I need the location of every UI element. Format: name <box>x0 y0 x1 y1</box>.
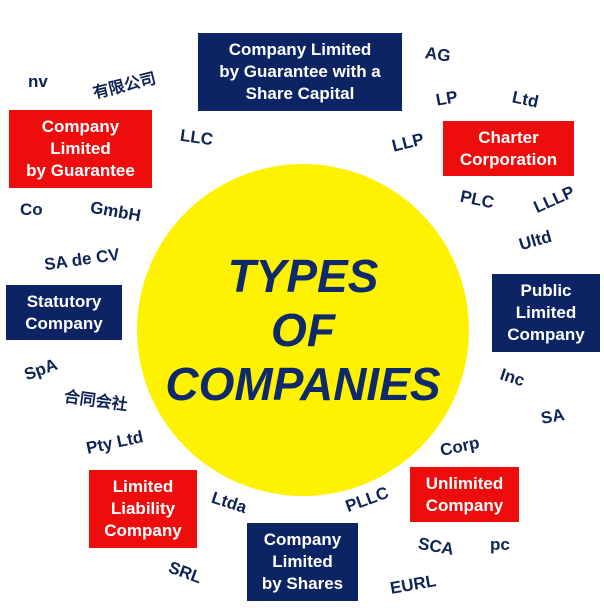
abbr-sca: SCA <box>416 534 456 559</box>
abbr-nv: nv <box>28 72 48 91</box>
box-line: Limited <box>50 139 111 158</box>
abbr-ltd: Ltd <box>510 87 541 112</box>
abbr-pc: pc <box>490 535 510 554</box>
abbr-lp: LP <box>434 87 460 110</box>
abbr-co: Co <box>20 200 43 219</box>
box-limited-liability-company: Limited Liability Company <box>89 470 197 548</box>
box-line: by Guarantee with a <box>219 62 381 81</box>
abbr-pty-ltd: Pty Ltd <box>84 427 145 458</box>
box-line: Company <box>41 117 120 136</box>
box-line: Charter <box>478 127 539 147</box>
box-line: Limited <box>515 303 577 322</box>
box-line: Company <box>263 530 342 549</box>
box-company-limited-by-shares: Company Limited by Shares <box>247 523 358 601</box>
box-statutory-company: Statutory Company <box>6 285 122 340</box>
abbr-youxian-gongsi: 有限公司 <box>91 70 158 103</box>
box-line: Company <box>104 521 182 540</box>
box-unlimited-company: Unlimited Company <box>410 467 519 522</box>
title-line-2: OF <box>271 304 335 356</box>
box-company-limited-by-guarantee: Company Limited by Guarantee <box>9 110 152 188</box>
abbr-godo-kaisha: 合同会社 <box>62 388 129 415</box>
box-line: Share Capital <box>245 84 355 103</box>
abbr-sa: SA <box>539 405 567 428</box>
diagram-title: TYPES OF COMPANIES <box>137 164 469 496</box>
abbr-gmbh: GmbH <box>88 197 143 226</box>
abbr-llc: LLC <box>178 125 215 150</box>
center-yellow-circle <box>137 164 469 496</box>
box-public-limited-company: Public Limited Company <box>492 274 600 352</box>
abbr-lllp: LLLP <box>530 182 578 217</box>
box-line: Unlimited <box>425 473 504 493</box>
title-line-3: COMPANIES <box>165 358 441 410</box>
box-charter-corporation: Charter Corporation <box>443 121 574 176</box>
box-line: Company <box>507 325 585 344</box>
box-line: Company Limited <box>228 40 372 59</box>
box-company-limited-by-guarantee-with-share-capital: Company Limited by Guarantee with a Shar… <box>198 33 402 111</box>
abbr-srl: SRL <box>165 557 205 588</box>
abbr-ag: AG <box>423 43 452 66</box>
box-line: Statutory <box>26 291 102 311</box>
box-line: Company <box>425 495 504 515</box>
box-line: Limited <box>112 477 174 496</box>
box-line: by Guarantee <box>26 161 135 180</box>
abbr-eurl: EURL <box>388 571 438 598</box>
box-line: Corporation <box>459 149 558 169</box>
box-line: Limited <box>272 552 333 571</box>
box-line: Company <box>25 313 103 333</box>
box-line: by Shares <box>261 574 344 593</box>
box-line: Liability <box>110 499 176 518</box>
abbr-llp: LLP <box>390 129 426 156</box>
abbr-spa: SpA <box>21 354 61 385</box>
abbr-ultd: Ultd <box>516 226 554 255</box>
title-line-1: TYPES <box>227 250 379 302</box>
abbr-sa-de-cv: SA de CV <box>42 244 121 275</box>
abbr-inc: Inc <box>497 364 528 391</box>
box-line: Public <box>520 281 572 300</box>
